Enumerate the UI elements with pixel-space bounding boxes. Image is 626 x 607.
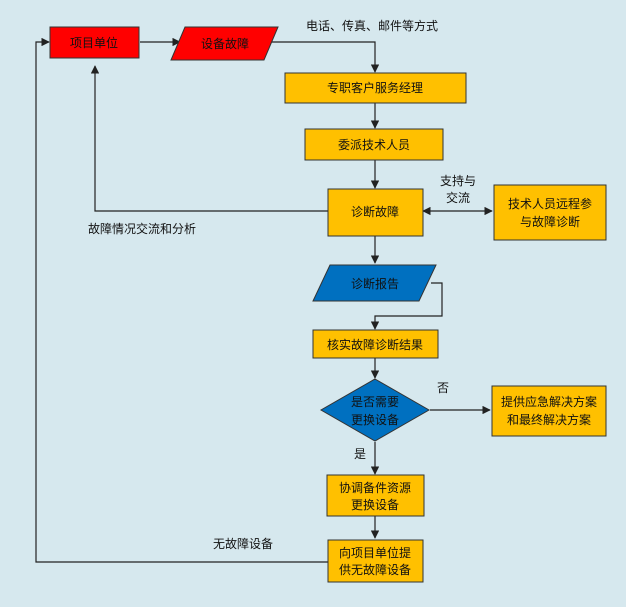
label-contact-methods: 电话、传真、邮件等方式 (306, 18, 438, 33)
node-remote-tech-label-2: 与故障诊断 (520, 214, 580, 229)
node-emergency-label-2: 和最终解决方案 (507, 412, 591, 427)
node-device-fault (170, 26, 279, 61)
node-emergency (491, 385, 607, 437)
node-project-unit (49, 26, 140, 59)
node-coordinate-label-1: 协调备件资源 (339, 480, 411, 495)
node-verify-result (312, 329, 439, 359)
node-remote-tech-label-1: 技术人员远程参 (508, 196, 592, 211)
node-coordinate-label-2: 更换设备 (351, 498, 399, 512)
node-assign-tech (304, 128, 444, 161)
edge-fault-to-manager (263, 41, 380, 73)
node-project-unit-label: 项目单位 (70, 35, 118, 50)
node-provide (327, 539, 424, 583)
label-yes: 是 (354, 447, 366, 461)
node-account-manager-label: 专职客户服务经理 (327, 80, 423, 95)
node-assign-tech-label: 委派技术人员 (338, 138, 410, 152)
node-coordinate (326, 474, 425, 517)
label-fault-analysis: 故障情况交流和分析 (88, 221, 196, 236)
node-account-manager (284, 72, 467, 104)
label-no: 否 (437, 381, 449, 395)
node-device-fault-label: 设备故障 (201, 36, 249, 51)
edge-report-to-verify (370, 282, 443, 330)
label-no-fault-device: 无故障设备 (213, 536, 273, 551)
node-remote-tech (493, 184, 607, 241)
node-decision (319, 378, 431, 442)
node-diag-report (312, 264, 437, 302)
edge-diagnose-to-project (90, 65, 328, 212)
edge-provide-to-project (35, 37, 328, 563)
node-provide-label-1: 向项目单位提 (339, 545, 411, 560)
node-verify-result-label: 核实故障诊断结果 (327, 337, 423, 352)
label-support-1: 支持与 (440, 173, 476, 188)
node-diagnose-label: 诊断故障 (351, 204, 399, 219)
node-provide-label-2: 供无故障设备 (339, 562, 411, 577)
node-decision-label-1: 是否需要 (351, 395, 399, 409)
node-diagnose (327, 188, 424, 237)
node-emergency-label-1: 提供应急解决方案 (501, 394, 597, 409)
node-diag-report-label: 诊断报告 (351, 276, 399, 291)
node-decision-label-2: 更换设备 (351, 413, 399, 427)
label-support-2: 交流 (446, 190, 470, 205)
